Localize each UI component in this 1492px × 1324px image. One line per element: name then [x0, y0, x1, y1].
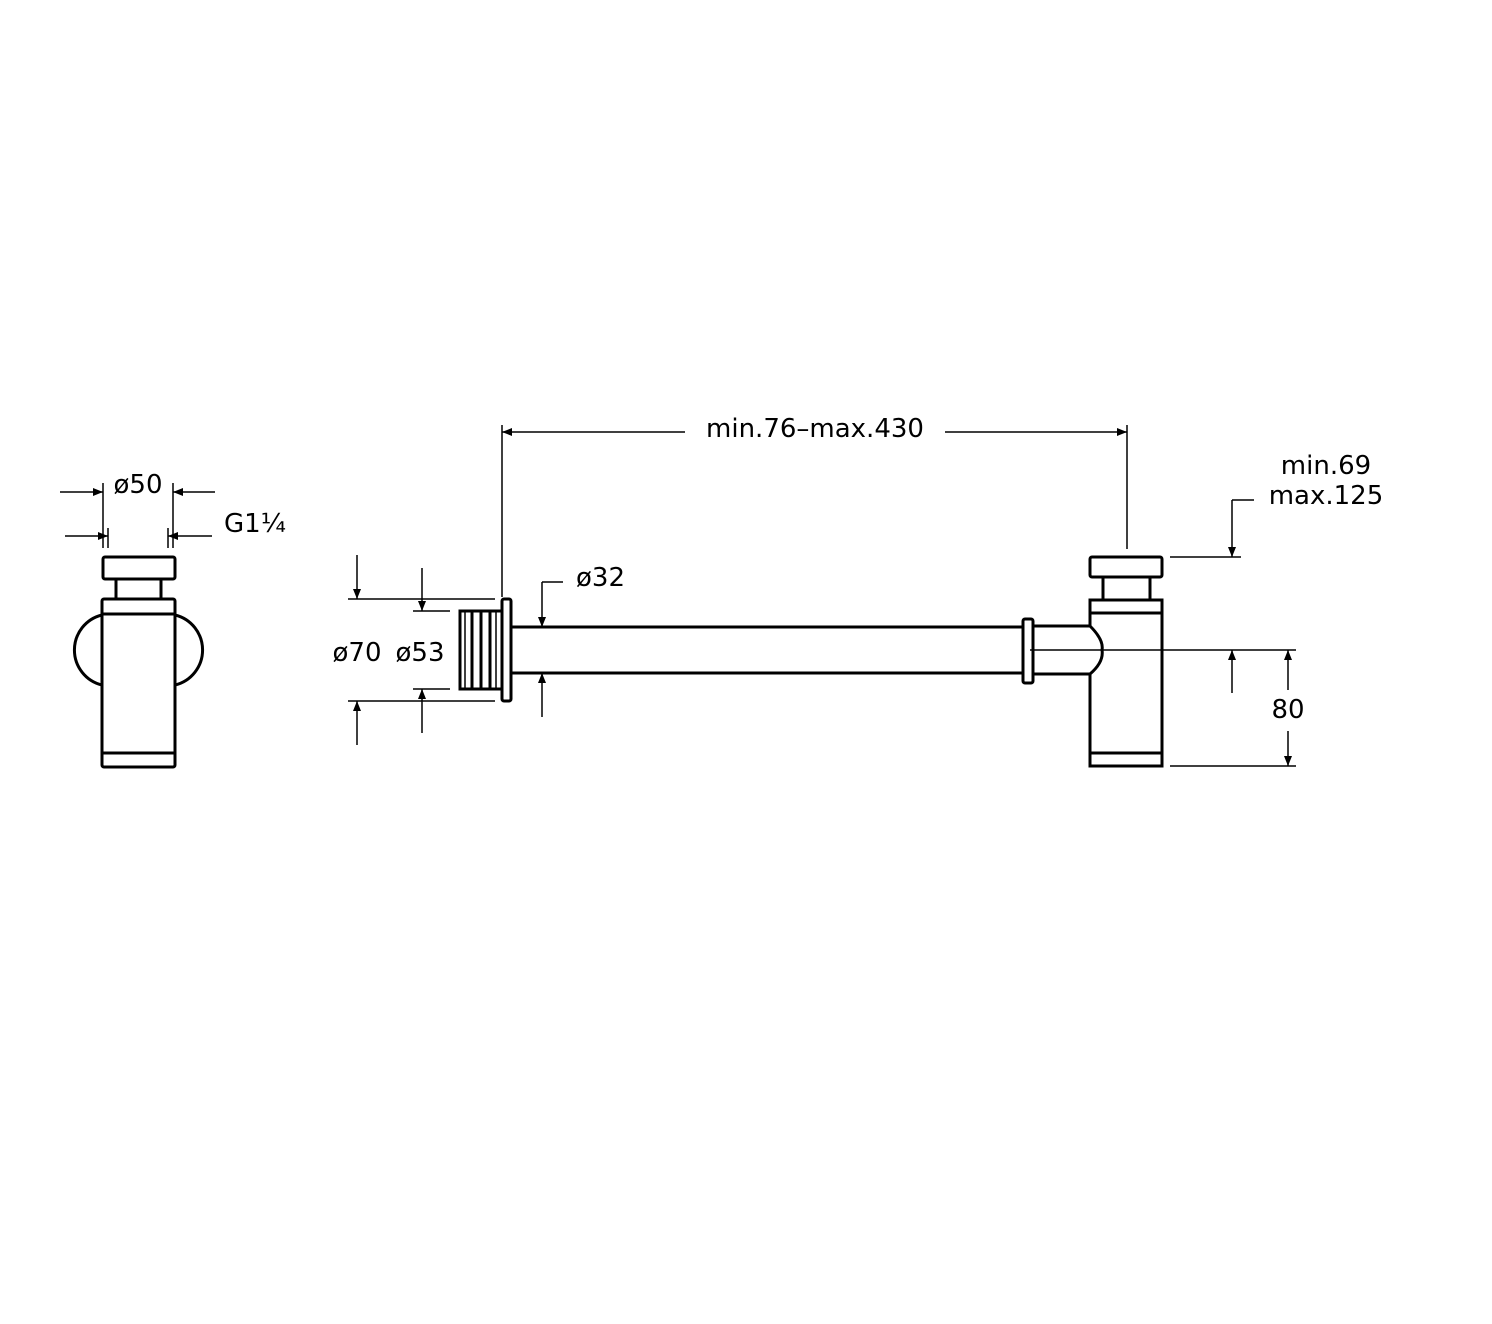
label-80: 80 — [1271, 695, 1304, 725]
side-body — [100, 597, 177, 769]
side-outlet-left — [72, 613, 103, 687]
dim-height — [1170, 499, 1254, 558]
dim-pipe — [538, 581, 563, 717]
label-length: min.76–max.430 — [706, 414, 924, 444]
bottle-trap — [1088, 555, 1164, 768]
trap-neck — [1101, 575, 1152, 602]
label-ø53: ø53 — [396, 638, 445, 668]
label-height-min: min.69 — [1281, 451, 1371, 481]
pipe-coupling — [1021, 617, 1035, 685]
dim-flange — [348, 555, 495, 745]
side-outlet-right — [174, 613, 205, 687]
dim-outlet-height — [1030, 649, 1296, 767]
label-ø50: ø50 — [114, 470, 163, 500]
label-height-max: max.125 — [1269, 481, 1384, 511]
trap-cap — [1088, 555, 1164, 579]
side-cap — [101, 555, 177, 581]
dim-g1-1-4 — [65, 528, 212, 548]
trap-body — [1088, 598, 1164, 768]
wall-flange — [458, 597, 513, 703]
side-neck — [114, 577, 163, 601]
side-view-trap — [72, 555, 205, 769]
horizontal-pipe — [511, 617, 1104, 685]
dim-length — [501, 425, 1128, 597]
label-ø70: ø70 — [333, 638, 382, 668]
label-ø32: ø32 — [576, 563, 625, 593]
label-thread: G1¼ — [224, 509, 286, 539]
